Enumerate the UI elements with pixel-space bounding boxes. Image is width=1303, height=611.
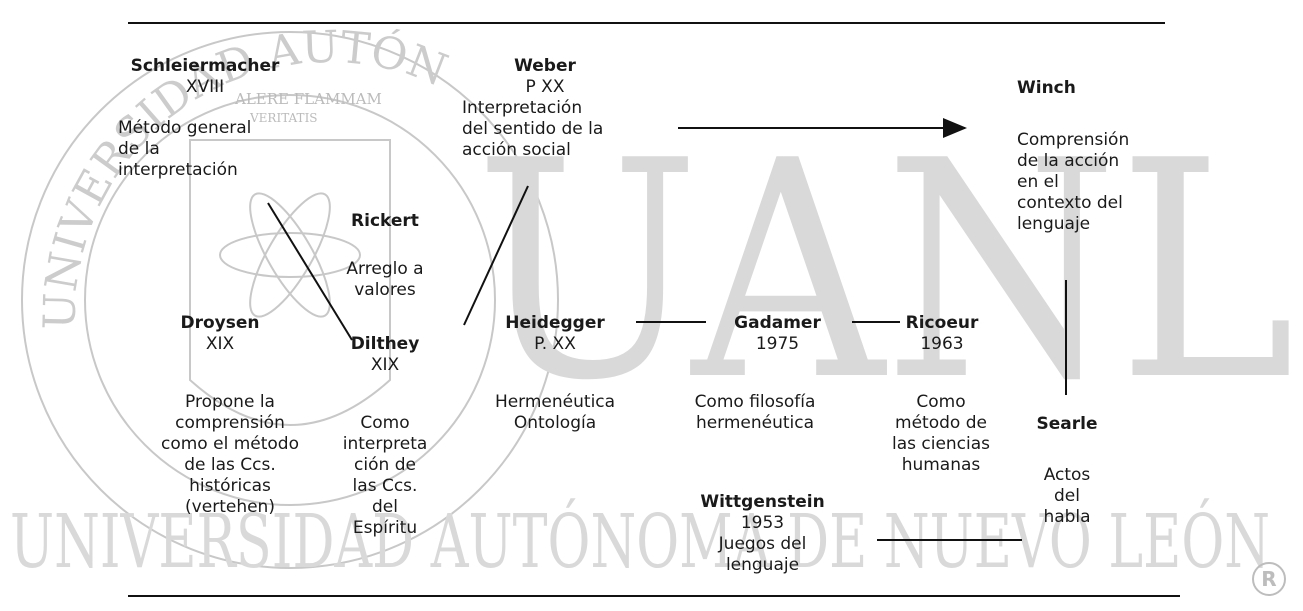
registered-mark-icon: R [1252, 562, 1286, 596]
connector-schleiermacher-dilthey [267, 202, 353, 341]
node-dilthey: Dilthey XIX [330, 334, 440, 376]
date-droysen: XIX [205, 334, 235, 354]
name-wittgenstein: Wittgenstein [700, 492, 825, 512]
node-winch: Winch [1017, 78, 1167, 99]
desc-rickert: Arreglo a valores [346, 259, 424, 300]
name-gadamer: Gadamer [734, 313, 821, 333]
date-ricoeur: 1963 [920, 334, 964, 354]
node-schleiermacher: Schleiermacher XVIII [110, 56, 300, 98]
date-schleiermacher: XVIII [185, 77, 225, 97]
desc-dilthey: Como interpreta ción de las Ccs. del Esp… [342, 413, 428, 538]
node-wittgenstein: Wittgenstein 1953 [680, 492, 845, 534]
node-gadamer: Gadamer 1975 [705, 313, 850, 355]
name-heidegger: Heidegger [505, 313, 605, 333]
node-heidegger: Heidegger P. XX [480, 313, 630, 355]
name-weber: Weber [514, 56, 576, 76]
svg-text:R: R [1261, 567, 1276, 591]
desc-winch: Comprensión de la acción en el contexto … [1017, 130, 1130, 234]
name-winch: Winch [1017, 78, 1076, 98]
node-weber: Weber P XX [445, 56, 645, 98]
date-wittgenstein: 1953 [740, 513, 785, 533]
date-gadamer: 1975 [755, 334, 800, 354]
node-rickert: Rickert [330, 211, 440, 232]
date-heidegger: P. XX [534, 334, 576, 354]
desc-heidegger: Hermenéutica Ontología [494, 392, 616, 433]
node-searle: Searle [1012, 414, 1122, 435]
name-searle: Searle [1036, 414, 1098, 434]
name-rickert: Rickert [351, 211, 419, 231]
desc-searle: Actos del habla [1043, 465, 1091, 527]
name-dilthey: Dilthey [350, 334, 420, 354]
desc-ricoeur: Como método de las ciencias humanas [891, 392, 991, 475]
name-ricoeur: Ricoeur [905, 313, 979, 333]
node-ricoeur: Ricoeur 1963 [892, 313, 992, 355]
desc-weber: Interpretación del sentido de la acción … [462, 98, 604, 160]
date-dilthey: XIX [370, 355, 400, 375]
name-schleiermacher: Schleiermacher [130, 56, 280, 76]
desc-schleiermacher: Método general de la interpretación [118, 118, 252, 180]
desc-droysen: Propone la comprensión como el método de… [161, 392, 299, 517]
name-droysen: Droysen [180, 313, 260, 333]
connector-weber-heidegger [463, 185, 529, 326]
date-weber: P XX [525, 77, 565, 97]
node-droysen: Droysen XIX [150, 313, 290, 355]
desc-wittgenstein: Juegos del lenguaje [718, 534, 807, 575]
desc-gadamer: Como filosofía hermenéutica [694, 392, 816, 433]
